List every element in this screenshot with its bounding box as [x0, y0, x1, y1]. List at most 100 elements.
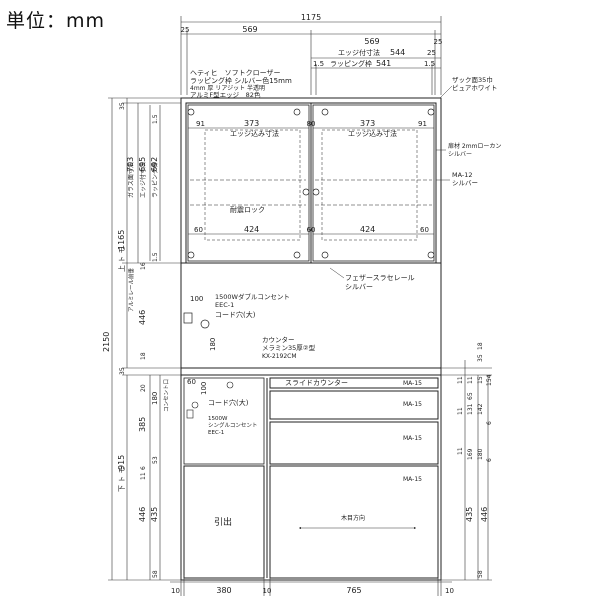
dim-wrap-15-left: 1.5: [313, 60, 324, 68]
dim-wrap-541: 541: [376, 59, 391, 68]
dim-r-15: 15: [477, 376, 484, 384]
dim-side-25-right: 25: [434, 38, 443, 46]
dim-r-11a: 11: [457, 376, 464, 384]
label-ma15-2: MA-15: [403, 401, 422, 408]
dim-edge-695-label: エッジ付寸法: [139, 162, 147, 198]
dim-low-100: 100: [200, 382, 208, 395]
note-feather-1: フェザースラセレール: [345, 274, 415, 282]
dim-r-58: 58: [477, 570, 484, 578]
left-dimensions: [108, 97, 181, 581]
dim-upper-18: 18: [140, 352, 147, 360]
note-hetech-1: ヘティヒ ソフトクローザー: [190, 69, 280, 77]
note-feather-2: シルバー: [345, 283, 373, 291]
dim-left-35: 35: [119, 102, 126, 110]
dim-bottom-10-right: 10: [445, 587, 454, 595]
dim-lower-label: 下 ト モ: [118, 467, 126, 492]
outlet-icon: [186, 409, 194, 419]
cord-hole-icon: [191, 401, 199, 409]
dim-side-25-left: 25: [181, 26, 190, 34]
dim-left-15-bottom: 1.5: [152, 252, 159, 262]
dim-upper-label: 上 ト モ: [117, 247, 126, 272]
knob-icon: [302, 188, 310, 196]
hinge-icon: [427, 108, 435, 116]
dim-glass-703: 703: [126, 157, 135, 172]
hinge-icon: [293, 251, 301, 259]
dim-r-169: 169: [467, 448, 474, 460]
dim-glass-label: ガラス面寸法: [127, 162, 135, 198]
dim-edge-695: 695: [138, 157, 147, 172]
dim-r-11d: 11: [457, 447, 464, 455]
dim-lower-915: 915: [117, 455, 126, 470]
hinge-icon: [187, 108, 195, 116]
dim-door-80: 80: [307, 120, 316, 128]
dim-upper-1165: 1165: [117, 230, 126, 250]
dim-door-91-right: 91: [418, 120, 427, 128]
dim-r-180: 180: [477, 448, 484, 460]
note-single-3: EEC-1: [208, 430, 224, 436]
hinge-icon: [321, 108, 329, 116]
knob-icon: [312, 188, 320, 196]
dim-lower-385: 385: [138, 417, 147, 432]
dim-total-width: 1175: [301, 13, 321, 22]
note-ma12-2: シルバー: [452, 179, 478, 187]
label-slide-counter: スライドカウンター: [285, 378, 348, 387]
dim-right-35: 35: [477, 354, 484, 362]
dim-r-446: 446: [480, 507, 489, 522]
lower-cabinet: [180, 367, 442, 581]
upper-cabinet: [180, 97, 442, 369]
note-cord-large-2: コード穴(大): [208, 398, 249, 407]
note-single-2: シングルコンセント: [208, 421, 257, 429]
dim-lower-180-label: コンセント口: [163, 379, 170, 412]
dim-bottom-380: 380: [216, 586, 231, 595]
note-ma12-1: MA-12: [452, 171, 473, 179]
dim-door-60-right: 60: [420, 226, 429, 234]
dim-upper-16: 16: [140, 262, 147, 270]
dim-wrap-15-right: 1.5: [424, 60, 435, 68]
note-lip-1: 扉材 2mmローカン: [448, 142, 501, 150]
note-cord-large: コード穴(大): [215, 310, 256, 319]
outlet-icon: [183, 312, 193, 324]
dim-r-6b: 6: [486, 458, 493, 462]
dim-upper-446: 446: [138, 310, 147, 325]
dim-left-15-top: 1.5: [152, 114, 159, 124]
bottom-dimensions: [170, 575, 452, 596]
hinge-icon: [427, 251, 435, 259]
dim-r-6a: 6: [486, 421, 493, 425]
dim-door-91-left: 91: [196, 120, 205, 128]
dim-socket-100: 100: [190, 295, 203, 303]
note-single-1: 1500W: [208, 416, 228, 422]
hinge-icon: [187, 251, 195, 259]
dim-edge-544-label: エッジ付寸法: [338, 48, 380, 57]
label-grain: 木目方向: [341, 514, 365, 522]
dim-r-131: 131: [467, 403, 474, 415]
dim-bottom-765: 765: [346, 586, 361, 595]
dim-edge-544: 544: [390, 48, 405, 57]
dim-bottom-10-mid: 10: [263, 587, 272, 595]
dim-low-60: 60: [187, 378, 196, 386]
dim-r-142: 142: [477, 403, 484, 415]
dim-r-65: 65: [467, 392, 474, 400]
dim-alum-label: アルミレール前垂: [127, 268, 135, 312]
dim-lower-180: 180: [151, 392, 159, 405]
note-counter-1: カウンター: [262, 335, 295, 344]
dim-upper-569-right: 569: [364, 37, 379, 46]
dim-door-424-right: 424: [360, 225, 375, 234]
dim-upper-569-left: 569: [242, 25, 257, 34]
dim-lower-53: 53: [152, 456, 159, 464]
dim-edge-inner-right: エッジ込み寸法: [348, 129, 397, 138]
dim-door-60-left: 60: [194, 226, 203, 234]
note-counter-2: メラミン35厚②型: [262, 343, 316, 352]
dim-r-435: 435: [465, 507, 474, 522]
top-dimensions: [180, 16, 442, 95]
dim-edge-25: 25: [427, 49, 436, 57]
label-drawer: 引出: [214, 516, 232, 528]
note-lip-2: シルバー: [448, 151, 472, 158]
cord-hole-icon: [226, 381, 234, 389]
note-hetech-4: アルミF型エッジ 82色: [190, 90, 261, 99]
note-hetech-3: 4mm 厚 リアジット 半透明: [190, 84, 265, 92]
dim-lower-20: 20: [140, 384, 147, 392]
dim-door-60-mid: 60: [307, 226, 316, 234]
dim-lower-6: 6: [140, 466, 147, 470]
dim-lower-58: 58: [152, 570, 159, 578]
note-zakku-1: ザック面35巾: [452, 75, 493, 84]
